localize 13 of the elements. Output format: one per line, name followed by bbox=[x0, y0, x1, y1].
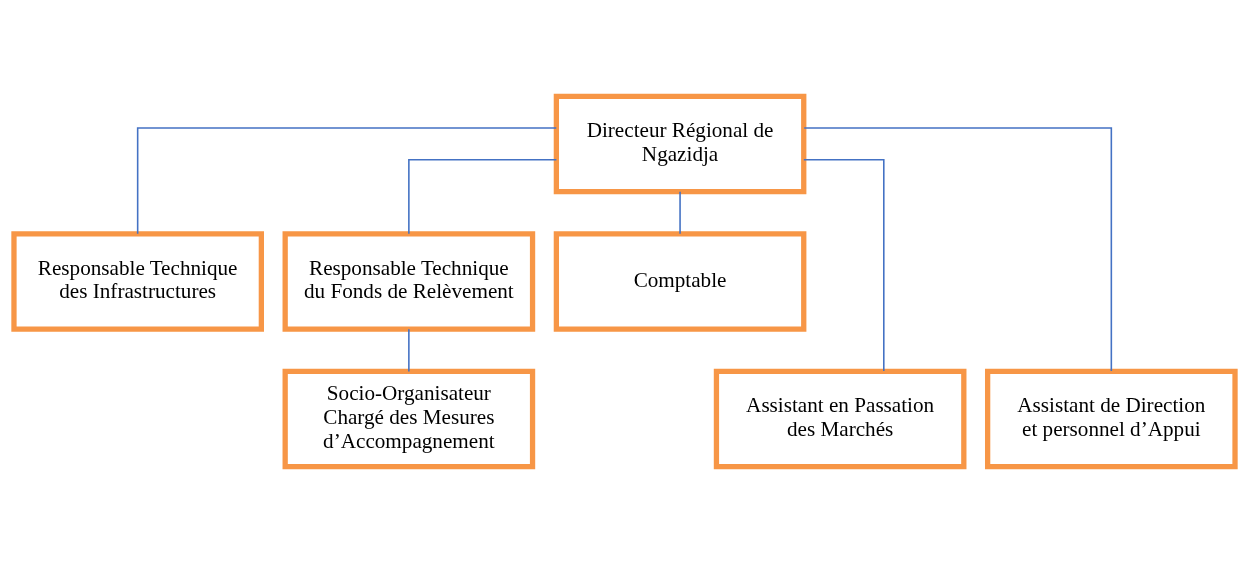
connector bbox=[679, 190, 681, 235]
node-box: Directeur Régional de Ngazidja bbox=[553, 93, 807, 195]
node-box: Responsable Technique des Infrastructures bbox=[11, 231, 264, 332]
connector bbox=[408, 328, 410, 373]
connector bbox=[803, 127, 1113, 372]
connector bbox=[136, 127, 558, 235]
connector bbox=[408, 159, 558, 235]
connector bbox=[803, 159, 885, 372]
node-box: Responsable Technique du Fonds de Relèvement bbox=[282, 231, 536, 332]
node-box: Socio-Organisateur Chargé des Mesures d’Accompagnement bbox=[282, 368, 536, 470]
node-box: Assistant en Passation des Marchés bbox=[713, 368, 967, 470]
node-box: Assistant de Direction et personnel d’Appui bbox=[985, 368, 1238, 470]
node-box: Comptable bbox=[553, 231, 807, 332]
